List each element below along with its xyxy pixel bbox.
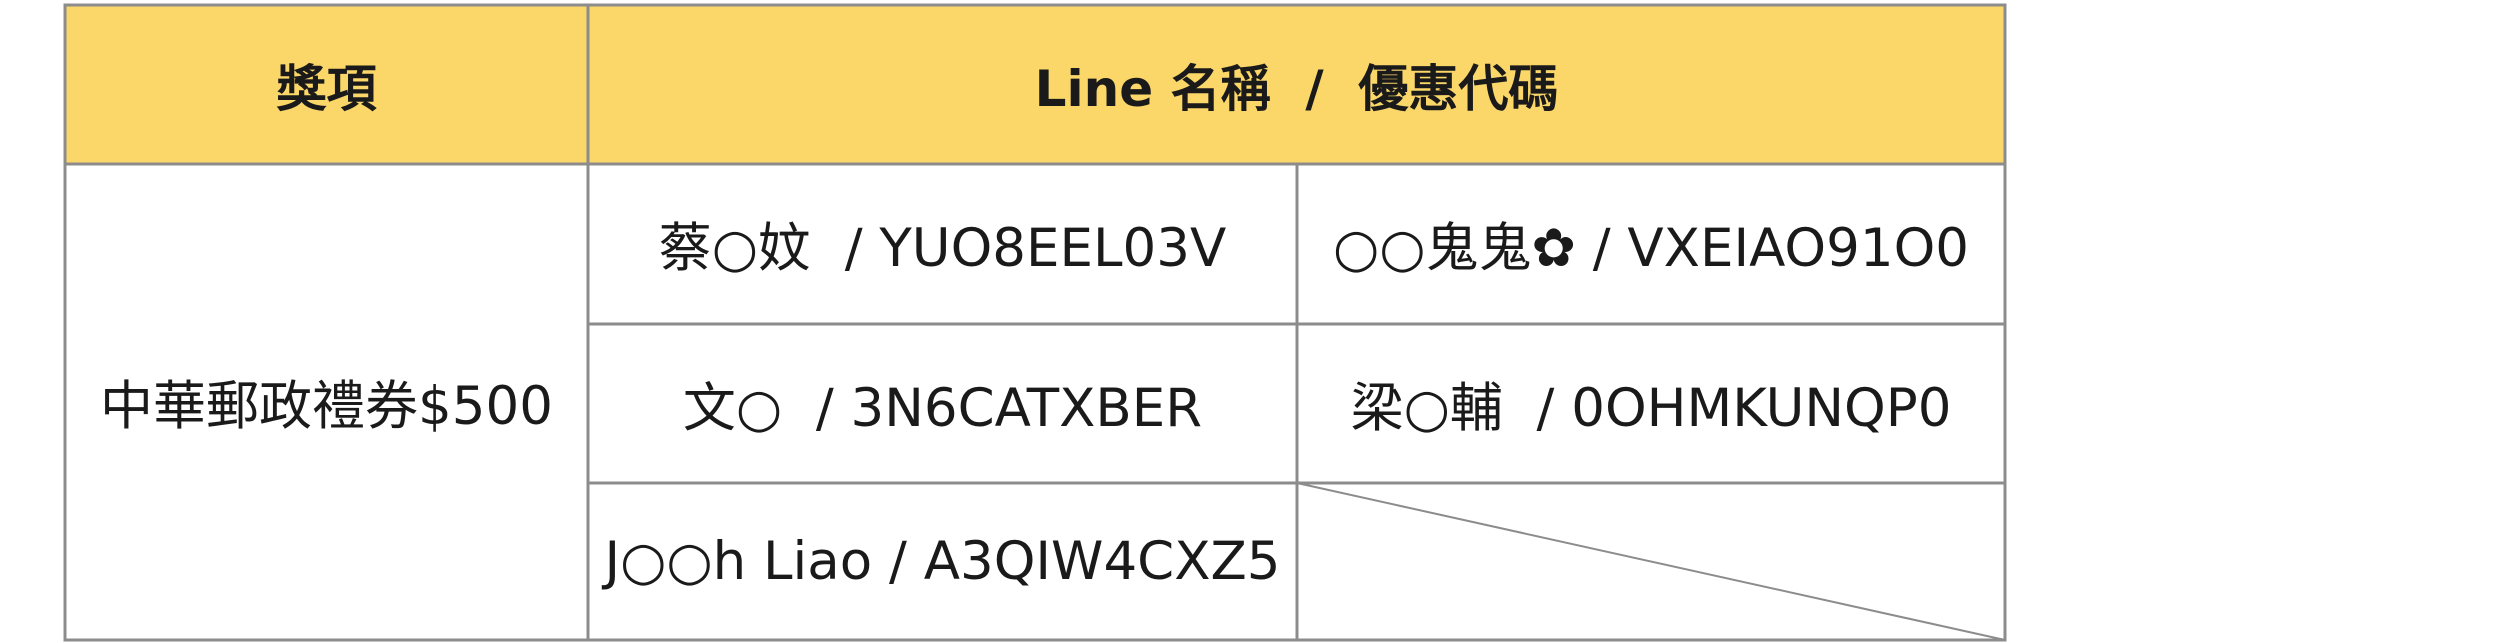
header-line-name-code: Line 名稱 / 優惠代碼 bbox=[1034, 59, 1559, 118]
winner-cell-1: 蔡○妏 / YUO8EEL03V bbox=[658, 218, 1227, 279]
winner-cell-3: 文○ / 3N6CATXBER bbox=[682, 377, 1203, 439]
winner-cell-4: 梁○輔 / 0OHMKUNQP0 bbox=[1350, 377, 1952, 439]
winner-cell-5: J○○h Liao / A3QIW4CXZ5 bbox=[604, 531, 1281, 592]
empty-cell-diagonal bbox=[1296, 482, 2006, 641]
winner-cell-2: ○○鬼鬼✿ / VXEIAO91O0 bbox=[1332, 218, 1970, 279]
header-row-background bbox=[65, 5, 2005, 164]
prize-cell: 中華郵政禮券$500 bbox=[100, 376, 553, 437]
header-prize: 獎項 bbox=[276, 59, 377, 118]
